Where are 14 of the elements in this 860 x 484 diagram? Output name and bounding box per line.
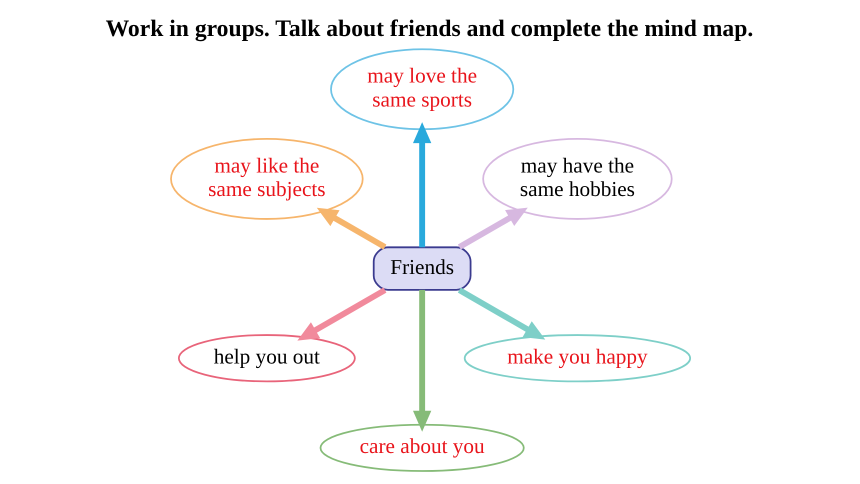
diagram-title: Work in groups. Talk about friends and complete the mind map. — [105, 16, 753, 42]
arrow — [412, 122, 431, 247]
arrow — [457, 207, 528, 250]
arrow — [296, 287, 386, 340]
arrow — [412, 289, 431, 432]
node-ellipse: make you happy — [463, 334, 691, 382]
node-ellipse: may love the same sports — [330, 48, 514, 130]
node-ellipse: may have the same hobbies — [482, 138, 672, 220]
node-ellipse: may like the same subjects — [170, 138, 364, 220]
arrow — [316, 207, 386, 250]
node-box: Friends — [372, 246, 471, 290]
node-ellipse: help you out — [177, 334, 356, 382]
arrow — [457, 287, 545, 340]
node-ellipse: care about you — [319, 423, 524, 472]
